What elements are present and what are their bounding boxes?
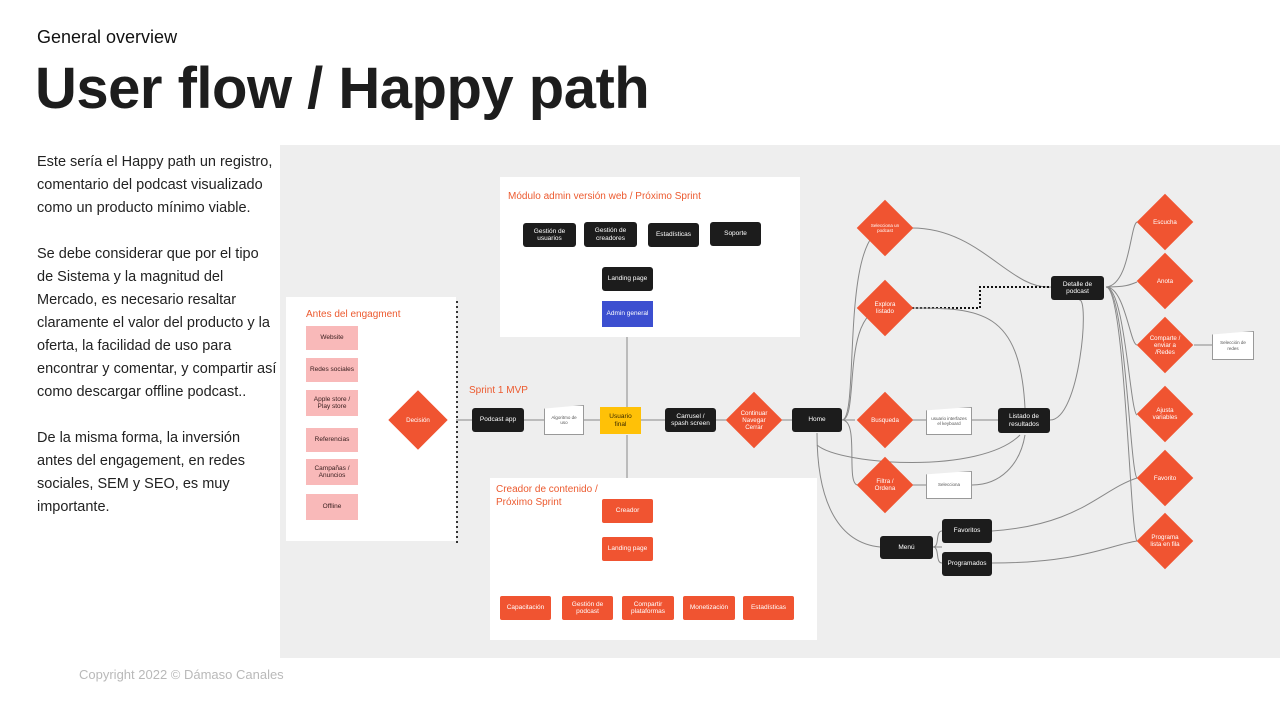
home-node: Home (792, 408, 842, 432)
admin-general-node: Admin general (602, 301, 653, 327)
sprint-label: Sprint 1 MVP (469, 385, 528, 396)
escucha-node: Escucha (1135, 193, 1195, 251)
anota-label: Anota (1156, 277, 1174, 285)
ajusta-variables-label: Ajusta variables (1152, 407, 1178, 421)
escucha-label: Escucha (1153, 218, 1177, 226)
selecciona-podcast-node: Selecciona un podcast (855, 199, 915, 257)
filtra-label: Filtra / Ordena (874, 478, 896, 492)
favorito-node: Favorito (1135, 449, 1195, 507)
description: Este sería el Happy path un registro, co… (37, 151, 277, 542)
compartir-plataformas-node: Compartir plataformas (622, 596, 674, 620)
explora-listado-label: Explora listado (874, 301, 896, 315)
busqueda-label: Busqueda (871, 416, 899, 424)
creator-panel-title: Creador de contenido / Próximo Sprint (496, 484, 598, 508)
description-paragraph-1: Este sería el Happy path un registro, co… (37, 154, 273, 216)
creator-landing-node: Landing page (602, 537, 653, 561)
carrusel-node: Carrusel / spash screen (665, 408, 716, 432)
redes-sociales-node: Redes sociales (306, 358, 358, 382)
algoritmo-node: Algoritmo de uso (544, 405, 584, 435)
estadisticas-creator-node: Estadísticas (743, 596, 794, 620)
filtra-input-node: Selecciona (926, 471, 972, 499)
favorito-label: Favorito (1153, 474, 1177, 482)
monetizacion-node: Monetización (683, 596, 735, 620)
programa-lista-label: Programa lista en fila (1150, 534, 1180, 548)
anota-node: Anota (1135, 252, 1195, 310)
continuar-node: Continuar Navegar Cerrar (725, 391, 783, 449)
podcast-app-node: Podcast app (472, 408, 524, 432)
website-node: Website (306, 326, 358, 350)
comparte-label: Comparte / enviar a /Redes (1149, 334, 1181, 356)
seleccion-redes-node: Selección de redes (1212, 331, 1254, 360)
programados-node: Programados (942, 552, 992, 576)
campanas-node: Campañas / Anuncios (306, 459, 358, 485)
decision-label: Decisión (406, 416, 430, 424)
admin-landing-node: Landing page (602, 267, 653, 291)
listado-resultados-node: Listado de resultados (998, 408, 1050, 433)
admin-panel-title: Módulo admin versión web / Próximo Sprin… (508, 191, 701, 202)
description-paragraph-3: De la misma forma, la inversión antes de… (37, 430, 245, 515)
app-store-node: Apple store / Play store (306, 390, 358, 416)
referencias-node: Referencias (306, 428, 358, 452)
ajusta-variables-node: Ajusta variables (1135, 385, 1195, 443)
detalle-podcast-node: Detalle de podcast (1051, 276, 1104, 300)
capacitacion-node: Capacitación (500, 596, 551, 620)
explora-listado-node: Explora listado (855, 279, 915, 337)
description-paragraph-2: Se debe considerar que por el tipo de Si… (37, 246, 277, 400)
before-panel-title: Antes del engagment (306, 309, 401, 320)
usuario-final-node: Usuario final (600, 407, 641, 434)
comparte-node: Comparte / enviar a /Redes (1135, 316, 1195, 374)
page-title: User flow / Happy path (35, 56, 650, 121)
filtra-node: Filtra / Ordena (855, 456, 915, 514)
gestion-usuarios-node: Gestión de usuarios (523, 223, 576, 247)
gestion-podcast-node: Gestión de podcast (562, 596, 613, 620)
busqueda-node: Busqueda (855, 391, 915, 449)
favoritos-node: Favoritos (942, 519, 992, 543)
section-kicker: General overview (37, 27, 178, 47)
offline-node: Offline (306, 494, 358, 520)
menu-node: Menú (880, 536, 933, 559)
creador-node: Creador (602, 499, 653, 523)
decision-node: Decisión (388, 390, 448, 450)
flow-diagram: Módulo admin versión web / Próximo Sprin… (280, 145, 1280, 658)
copyright-footer: Copyright 2022 © Dámaso Canales (79, 667, 284, 682)
estadisticas-admin-node: Estadísticas (648, 223, 699, 247)
programa-lista-node: Programa lista en fila (1135, 512, 1195, 570)
gestion-creadores-node: Gestión de creadores (584, 222, 637, 247)
continuar-label: Continuar Navegar Cerrar (740, 409, 768, 431)
busqueda-input-node: usuario interfazes el keyboard (926, 407, 972, 435)
selecciona-podcast-label: Selecciona un podcast (870, 222, 900, 234)
soporte-node: Soporte (710, 222, 761, 246)
